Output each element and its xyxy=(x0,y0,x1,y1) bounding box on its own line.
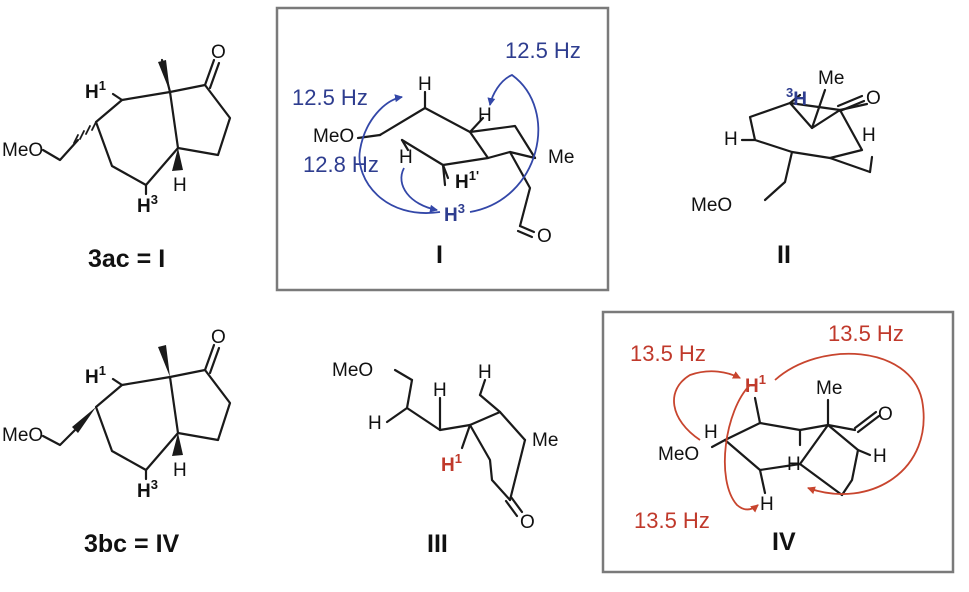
coupling-arrow-I-3 xyxy=(400,167,438,213)
conf-IV-h-bottom: H xyxy=(760,494,774,515)
box-conformer-I xyxy=(275,6,610,292)
structure-3ac xyxy=(41,58,232,196)
c3bc-oxygen: O xyxy=(211,327,226,348)
box-conformer-IV xyxy=(601,310,955,574)
conf-IV-h1: H1 xyxy=(745,372,766,397)
c3bc-h1: H1 xyxy=(85,363,106,388)
coupling-I-3: 12.8 Hz xyxy=(303,152,379,177)
conf-III-h-a: H xyxy=(433,380,447,401)
conf-IV-meo: MeO xyxy=(658,444,699,465)
structure-3bc xyxy=(41,343,232,481)
conf-II-meo: MeO xyxy=(691,195,732,216)
structure-conformer-II xyxy=(740,88,874,202)
conf-I-me: Me xyxy=(548,147,574,168)
c3ac-meo: MeO xyxy=(2,140,43,161)
conf-IV-me: Me xyxy=(816,378,842,399)
conf-III-h1: H1 xyxy=(441,451,462,476)
c3ac-oxygen: O xyxy=(211,42,226,63)
conf-I-meo: MeO xyxy=(313,126,354,147)
coupling-arrow-IV-3 xyxy=(724,384,759,513)
conf-I-h-upper: H xyxy=(478,105,492,126)
conf-II-label: II xyxy=(777,241,791,269)
conf-II-h-right: H xyxy=(862,125,876,146)
conf-IV-o: O xyxy=(878,404,893,425)
coupling-arrow-I-1 xyxy=(469,73,540,213)
c3bc-h3: H3 xyxy=(137,477,158,502)
conf-IV-h-mid: H xyxy=(787,454,801,475)
coupling-I-2: 12.5 Hz xyxy=(292,85,368,110)
conf-IV-h-right: H xyxy=(873,446,887,467)
structure-conformer-III xyxy=(385,368,527,518)
coupling-IV-3: 13.5 Hz xyxy=(634,508,710,533)
conf-II-h-left: H xyxy=(724,129,738,150)
conf-III-h-left: H xyxy=(368,413,382,434)
conf-I-label: I xyxy=(436,241,443,269)
coupling-I-1: 12.5 Hz xyxy=(505,38,581,63)
conf-II-me: Me xyxy=(818,68,844,89)
conf-I-o: O xyxy=(537,226,552,247)
conf-II-o: O xyxy=(866,88,881,109)
conf-III-me: Me xyxy=(532,430,558,451)
conf-III-label: III xyxy=(427,530,448,558)
structure-conformer-I xyxy=(356,90,537,239)
conf-II-h3: 3H xyxy=(786,85,807,110)
coupling-arrow-IV-1 xyxy=(673,370,741,441)
coupling-IV-2: 13.5 Hz xyxy=(828,321,904,346)
c3ac-h-ring: H xyxy=(173,175,187,196)
conf-I-h1p: H1' xyxy=(455,168,479,193)
coupling-arrow-IV-2 xyxy=(774,353,925,495)
conf-I-h-top: H xyxy=(418,74,432,95)
conf-I-h-left: H xyxy=(399,147,413,168)
coupling-IV-1: 13.5 Hz xyxy=(630,341,706,366)
conf-IV-h-left: H xyxy=(704,422,718,443)
structure-conformer-IV xyxy=(710,396,881,497)
c3ac-h1: H1 xyxy=(85,78,106,103)
c3bc-meo: MeO xyxy=(2,425,43,446)
conf-IV-label: IV xyxy=(772,528,796,556)
c3ac-label: 3ac = I xyxy=(88,245,165,273)
conf-I-h3: H3 xyxy=(444,201,465,226)
coupling-arrow-I-2 xyxy=(358,94,441,214)
conf-III-o: O xyxy=(520,512,535,533)
conf-III-h-b: H xyxy=(478,362,492,383)
c3bc-label: 3bc = IV xyxy=(84,530,180,558)
c3bc-h-ring: H xyxy=(173,460,187,481)
c3ac-h3: H3 xyxy=(137,192,158,217)
conf-III-meo: MeO xyxy=(332,360,373,381)
